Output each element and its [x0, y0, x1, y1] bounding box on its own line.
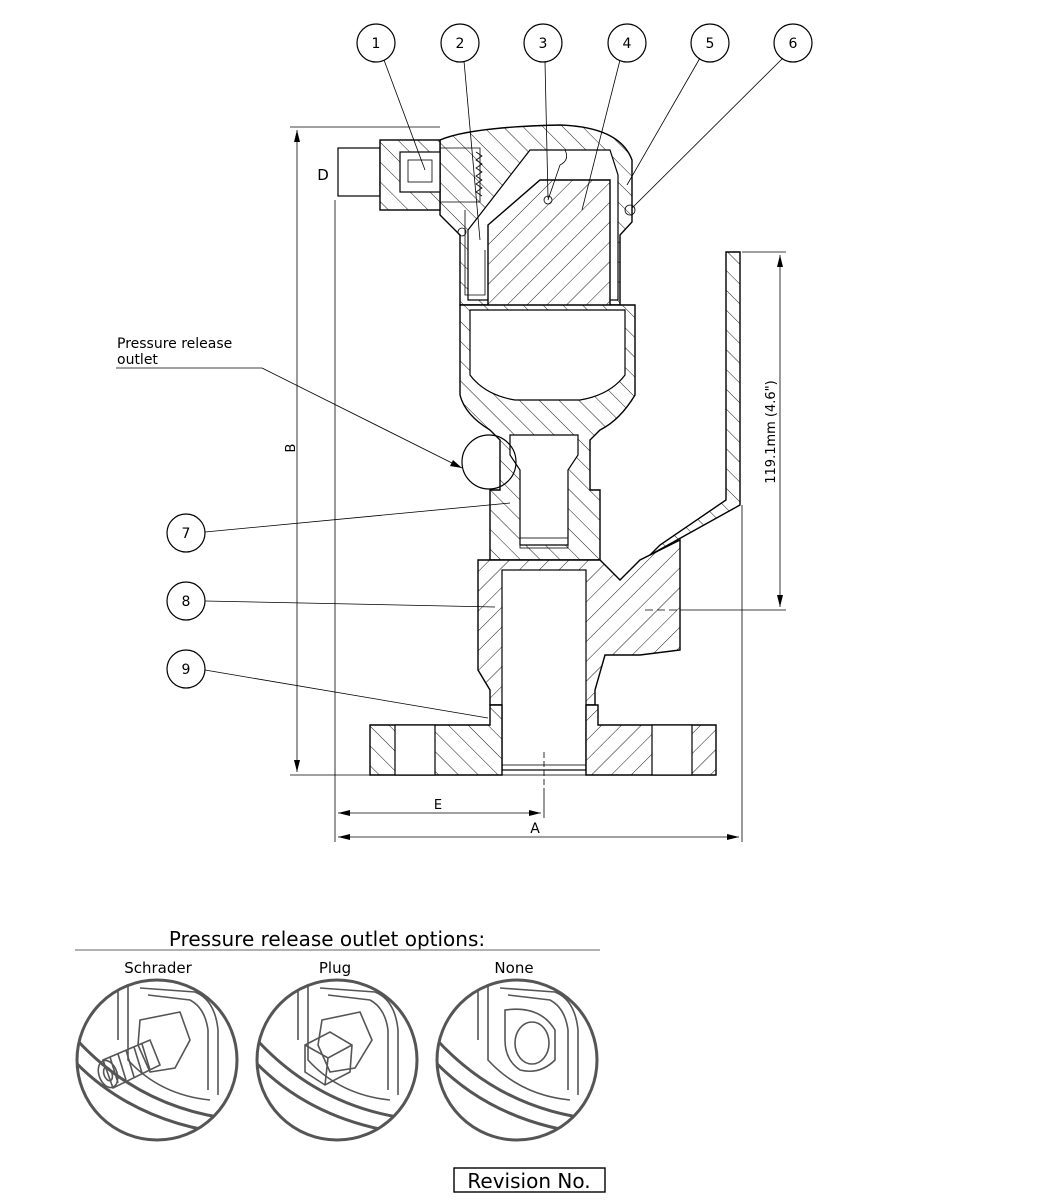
port-d-label: D [317, 166, 329, 184]
balloon-8-label: 8 [182, 594, 191, 610]
balloon-3-label: 3 [539, 36, 548, 52]
callout-line-2: outlet [117, 352, 158, 368]
leader-lines [116, 57, 784, 719]
option-label-none: None [494, 959, 533, 977]
balloon-5: 5 [690, 23, 730, 63]
dimension-lines [290, 126, 786, 842]
balloon-2-label: 2 [456, 36, 465, 52]
valve-body [337, 124, 636, 561]
balloon-9: 9 [166, 649, 206, 689]
dimension-vertical-value: 119.1mm (4.6") [764, 380, 779, 483]
options-title: Pressure release outlet options: [169, 927, 485, 951]
schrader-valve-icon [75, 978, 239, 1142]
dimension-b-label: B [284, 444, 299, 453]
callout-line-1: Pressure release [117, 336, 232, 352]
balloon-6: 6 [773, 23, 813, 63]
balloon-7: 7 [166, 513, 206, 553]
balloon-1-label: 1 [372, 36, 381, 52]
open-port-icon [435, 978, 599, 1142]
outlet-detail-circle [461, 434, 517, 490]
balloon-4-label: 4 [623, 36, 632, 52]
dimension-e-label: E [434, 798, 442, 813]
dimension-a-label: A [530, 821, 540, 837]
balloon-4: 4 [607, 23, 647, 63]
balloon-5-label: 5 [706, 36, 715, 52]
balloon-7-label: 7 [182, 526, 191, 542]
revision-label: Revision No. [467, 1169, 590, 1193]
balloon-8: 8 [166, 581, 206, 621]
revision-box [453, 1167, 606, 1193]
hex-plug-icon [255, 978, 419, 1142]
mid-body [477, 251, 741, 771]
balloon-6-label: 6 [789, 36, 798, 52]
balloon-3: 3 [523, 23, 563, 63]
balloon-1: 1 [356, 23, 396, 63]
balloon-9-label: 9 [182, 662, 191, 678]
balloon-2: 2 [440, 23, 480, 63]
option-label-schrader: Schrader [124, 959, 192, 977]
option-label-plug: Plug [319, 959, 351, 977]
